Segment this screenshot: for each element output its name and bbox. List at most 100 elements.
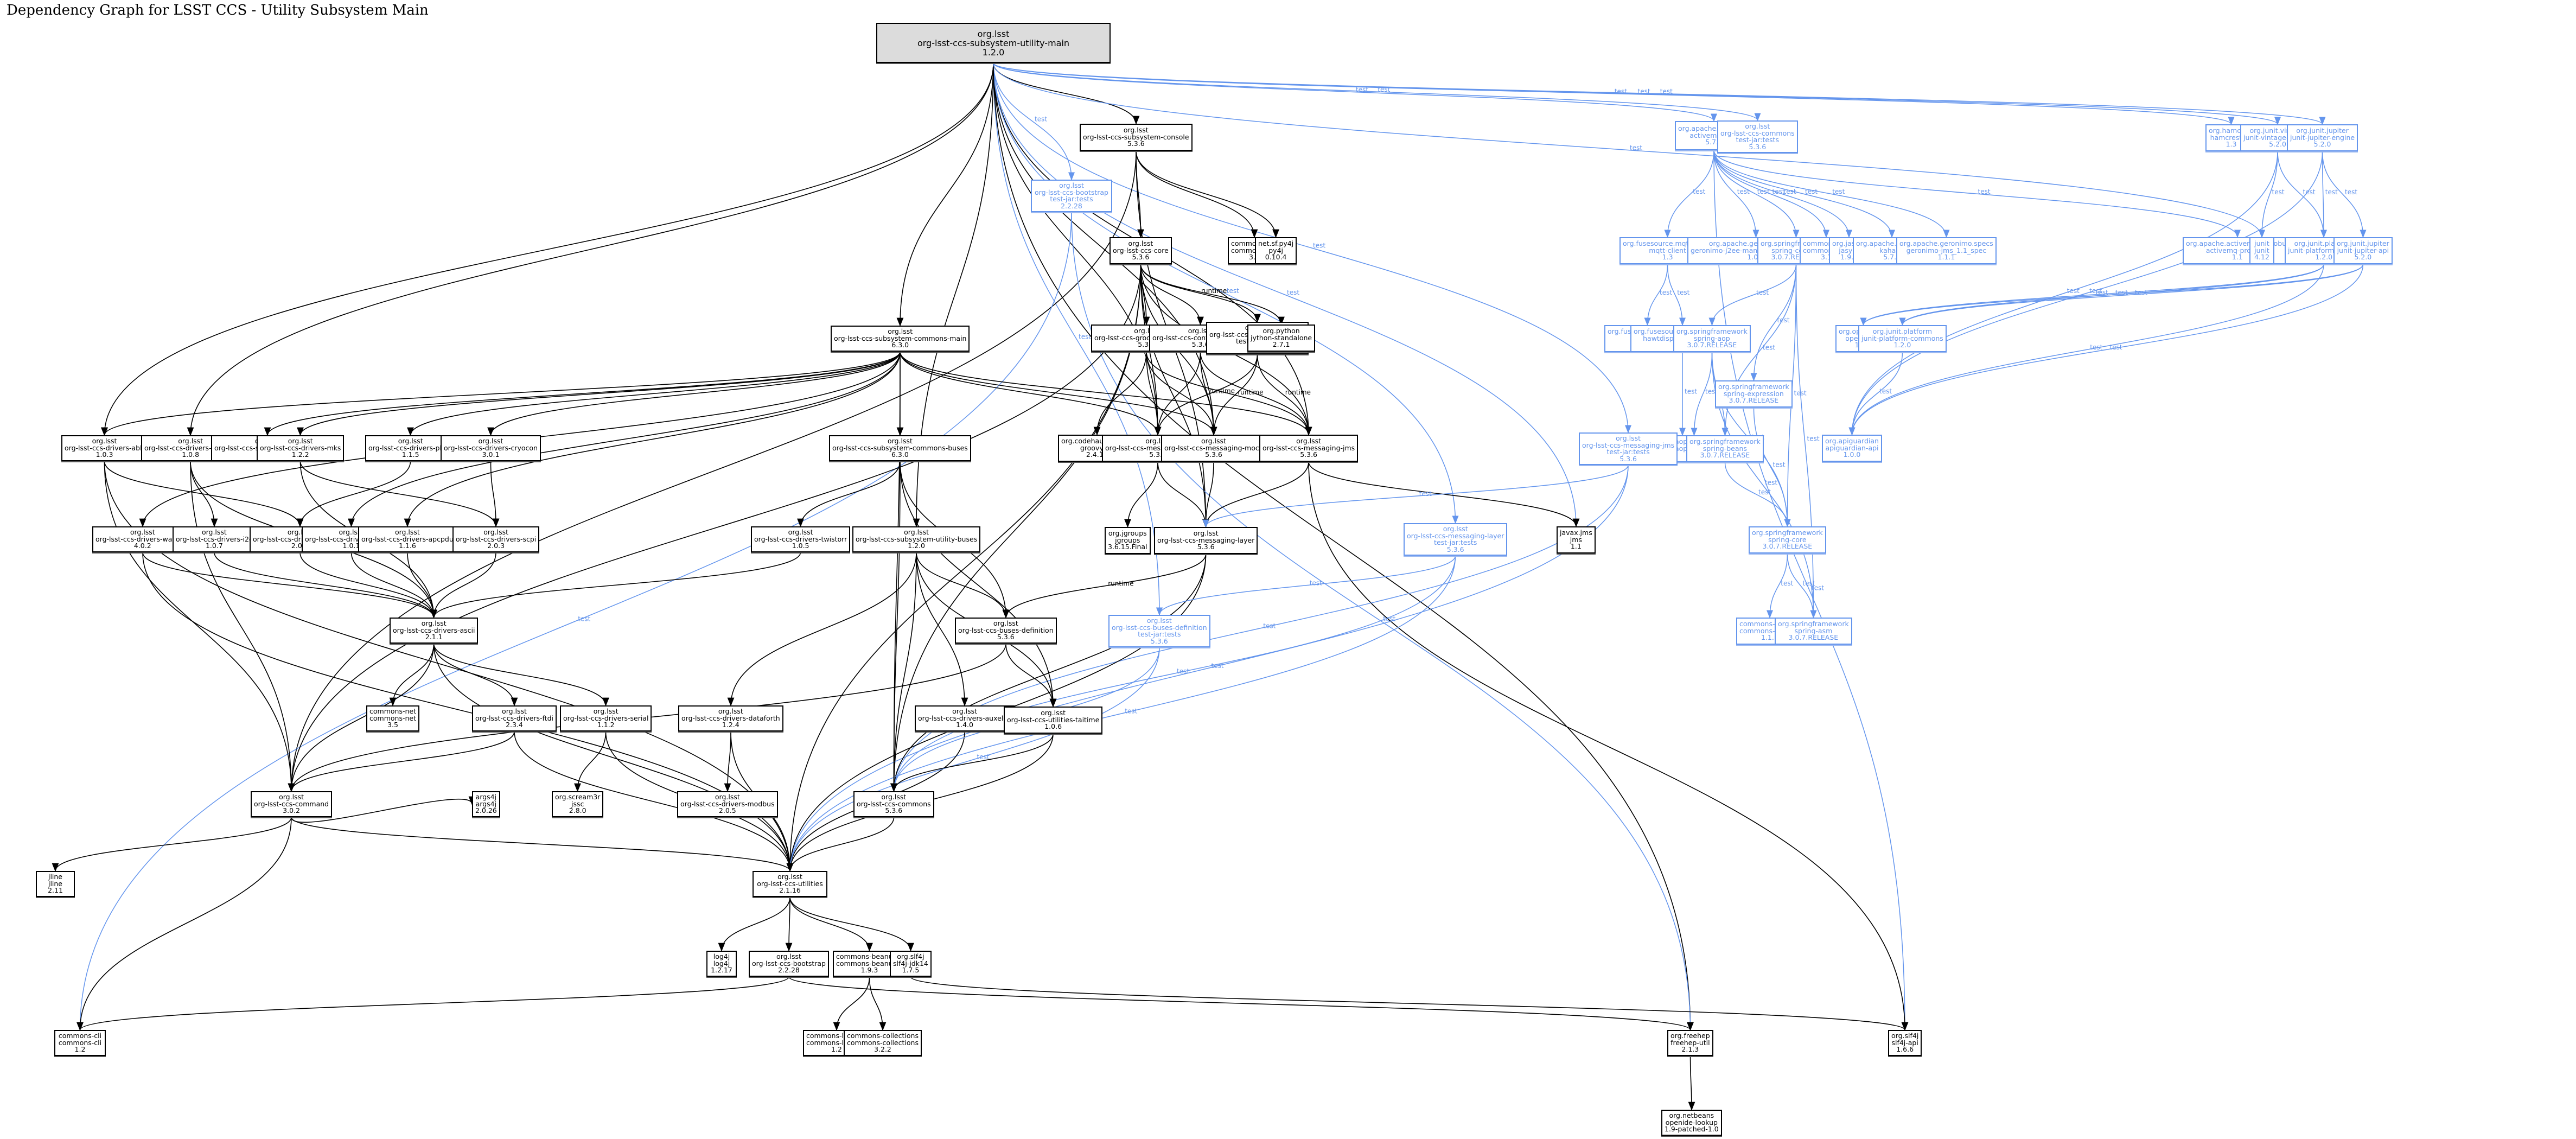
node-group: org.springframework bbox=[1689, 437, 1761, 446]
node-version: 3.2.2 bbox=[874, 1045, 891, 1054]
node-version: 1.9-patched-1.0 bbox=[1665, 1125, 1719, 1134]
node-artifact: org-lsst-ccs-drivers-abb bbox=[65, 443, 145, 452]
node-group: org.lsst bbox=[1745, 122, 1770, 130]
node-artifact: org-lsst-ccs-commons bbox=[857, 799, 931, 808]
node-artifact: org-lsst-ccs-drivers-modbus bbox=[680, 799, 775, 808]
edge-drivers-modbus-203-to-drivers-ascii bbox=[299, 552, 437, 619]
node-version: 5.3.6 bbox=[1300, 450, 1317, 459]
edge-platform-engine-to-opentest4j bbox=[1860, 264, 2324, 326]
edge-sub-console-536-to-py4j bbox=[1136, 150, 1279, 238]
edge-platform-commons-to-apiguardian bbox=[1848, 352, 1903, 436]
node-version: 2.2.28 bbox=[1061, 201, 1082, 210]
node-version: 3.0.1 bbox=[482, 450, 500, 459]
node-version: 3.0.7.RELEASE bbox=[1788, 633, 1839, 642]
node-group: org.lsst bbox=[1616, 434, 1641, 442]
edge-scope-label: test bbox=[1705, 388, 1718, 396]
edge-root-to-freehep-util bbox=[993, 62, 1694, 1031]
node-artifact: org-lsst-ccs-buses-definition bbox=[1112, 623, 1207, 632]
node-group: jline bbox=[48, 873, 63, 881]
node-version: 5.3.6 bbox=[1197, 543, 1215, 551]
node-version: 1.2 bbox=[74, 1045, 86, 1054]
node-version: 1.2.17 bbox=[711, 966, 732, 975]
node-group: org.lsst bbox=[92, 437, 117, 446]
edge-commons-main-to-drivers-cryocon bbox=[487, 351, 901, 436]
node-artifact: org-lsst-ccs-core bbox=[1113, 246, 1169, 254]
node-version: 2.7.1 bbox=[1272, 340, 1290, 349]
node-artifact: spring-beans bbox=[1703, 444, 1747, 453]
edge-activemq-core-to-slf4j-api bbox=[1713, 150, 1908, 1031]
node-artifact: org-lsst-ccs-bootstrap bbox=[1035, 188, 1108, 196]
node-version: 4.0.2 bbox=[133, 542, 151, 550]
edge-scope-label: test bbox=[1803, 580, 1815, 587]
node-artifact: org-lsst-ccs-drivers-mks bbox=[260, 443, 341, 452]
node-artifact: junit bbox=[2254, 246, 2269, 254]
node-group: org.lsst bbox=[279, 793, 304, 801]
edge-spring-context-to-spring-aop bbox=[1708, 264, 1797, 326]
edge-scope-label: test bbox=[1693, 188, 1705, 195]
edge-commons-main-to-drivers-ametek bbox=[348, 351, 901, 527]
node-group: org.lsst bbox=[178, 437, 203, 446]
edge-core-to-config-definition-tests bbox=[1140, 264, 1261, 323]
